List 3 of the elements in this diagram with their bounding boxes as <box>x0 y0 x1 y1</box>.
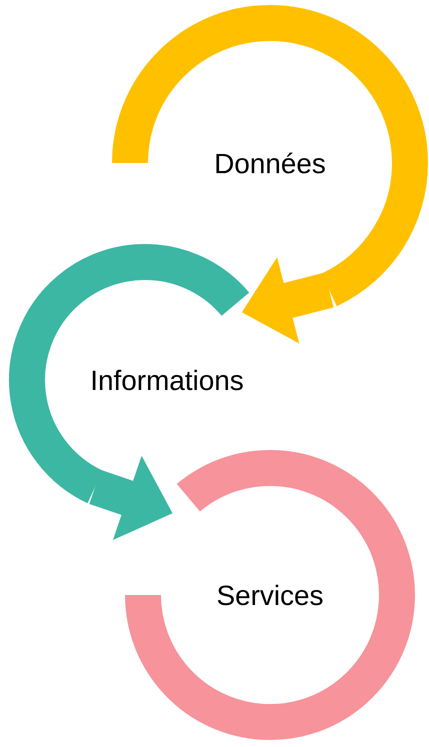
ring: Informations <box>9 244 248 503</box>
ring: Services <box>125 450 415 740</box>
ring: Données <box>112 5 428 306</box>
